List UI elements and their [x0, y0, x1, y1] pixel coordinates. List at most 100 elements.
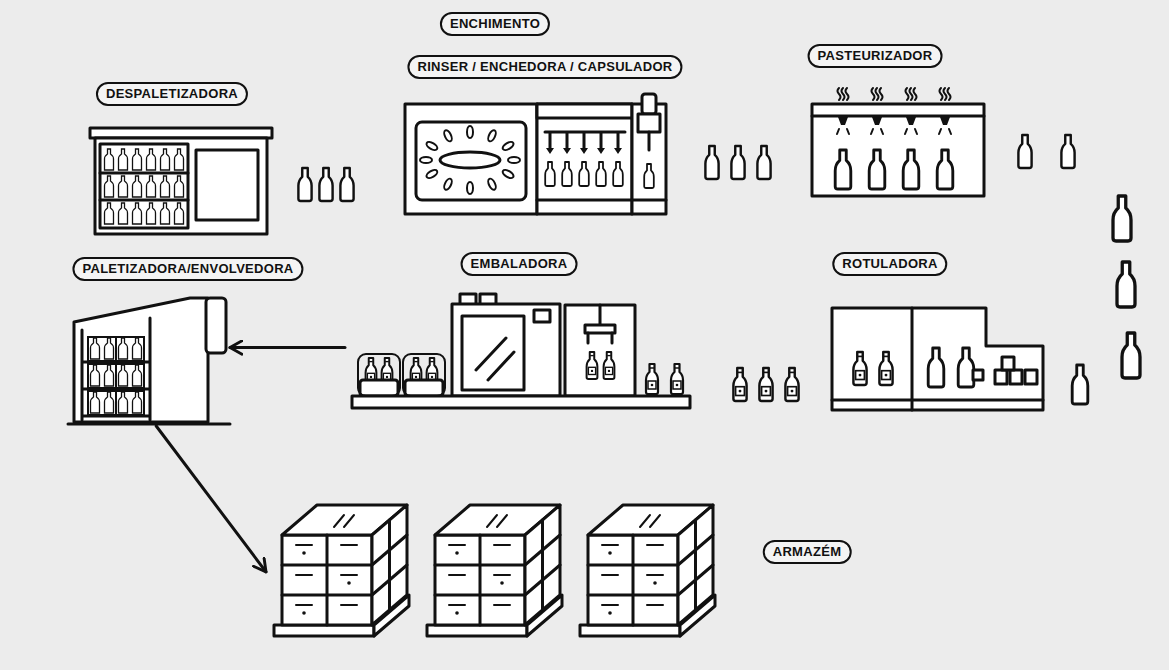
- filler-drawing: [487, 129, 498, 142]
- depalletizer-drawing: [100, 173, 188, 200]
- packer-drawing: [588, 333, 612, 343]
- machine-station: PALETIZADORA/ENVOLVEDORA: [66, 292, 230, 426]
- filler-drawing: [648, 132, 651, 150]
- pasteurizer-drawing: [838, 117, 950, 125]
- bottle-flow: [340, 168, 353, 201]
- depalletizer-drawing: [102, 173, 186, 200]
- packer-drawing: [565, 305, 635, 396]
- labeller-drawing: [832, 308, 1043, 410]
- station-label: PALETIZADORA/ENVOLVEDORA: [72, 257, 303, 281]
- station-label: RINSER / ENCHEDORA / CAPSULADOR: [407, 55, 682, 79]
- palletizer-drawing: [68, 298, 230, 424]
- filler-drawing: [501, 140, 514, 151]
- bottle-flow: [1018, 135, 1031, 168]
- machine-station: EMBALADORA: [345, 290, 695, 415]
- packer-drawing: [604, 352, 615, 379]
- packer-drawing: [360, 380, 398, 396]
- filler-drawing: [405, 104, 537, 214]
- packer-drawing: [352, 294, 690, 408]
- packer-drawing: [452, 304, 560, 396]
- bottle-flow: [757, 146, 770, 179]
- palletizer-drawing: [74, 298, 208, 422]
- machine-station: ROTULADORA: [826, 300, 1048, 415]
- depalletizer-drawing: [90, 128, 272, 234]
- bottle-flow: [733, 368, 746, 401]
- flow-arrow: [156, 426, 266, 572]
- pasteurizer-drawing: [812, 115, 984, 118]
- filler-drawing: [632, 199, 666, 202]
- labeller-drawing: [973, 370, 983, 380]
- bottle-flow: [298, 168, 311, 201]
- depalletizer-drawing: [100, 144, 188, 228]
- labeller-drawing: [928, 348, 944, 387]
- machine-station: ARMAZÉM: [266, 498, 728, 640]
- filler-drawing: [613, 162, 623, 186]
- pasteurizer-drawing: [872, 88, 883, 100]
- labeller-drawing: [1010, 370, 1022, 384]
- warehouse-pallets: [427, 505, 562, 636]
- packer-drawing: [405, 380, 443, 396]
- bottle-flow: [731, 146, 744, 179]
- packer-drawing: [352, 396, 690, 408]
- filler-drawing: [644, 164, 654, 188]
- filler-drawing: [508, 157, 520, 163]
- station-label: EMBALADORA: [461, 252, 578, 276]
- pasteurizer-drawing: [812, 88, 984, 196]
- machine-station: ENCHIMENTORINSER / ENCHEDORA / CAPSULADO…: [400, 98, 670, 218]
- packer-drawing: [403, 354, 445, 396]
- palletizer-drawing: [82, 318, 150, 420]
- filler-drawing: [537, 104, 632, 214]
- labeller-drawing: [832, 308, 1043, 410]
- packer-drawing: [671, 364, 683, 394]
- filler-drawing: [420, 126, 520, 194]
- filler-drawing: [545, 132, 625, 148]
- bottle-flow: [1117, 262, 1135, 307]
- pasteurizer-drawing: [937, 150, 953, 189]
- filler-drawing: [440, 152, 500, 168]
- depalletizer-drawing: [196, 150, 258, 220]
- flow-arrow: [230, 346, 345, 349]
- filler-drawing: [579, 162, 589, 186]
- filler-drawing: [487, 177, 498, 190]
- labeller-drawing: [995, 370, 1007, 384]
- labeller-drawing: [832, 308, 1043, 410]
- bottle-flow: [759, 368, 772, 401]
- packer-drawing: [587, 352, 598, 379]
- labeller-drawing: [1002, 357, 1014, 370]
- palletizer-drawing: [68, 423, 230, 426]
- machine-station: PASTEURIZADOR: [805, 92, 990, 200]
- filler-drawing: [405, 94, 666, 214]
- filler-drawing: [467, 182, 473, 194]
- palletizer-drawing: [206, 298, 226, 353]
- station-label: ROTULADORA: [832, 252, 947, 276]
- station-label: DESPALETIZADORA: [96, 82, 248, 106]
- section-label: ENCHIMENTO: [440, 12, 550, 36]
- filler-drawing: [545, 162, 555, 186]
- filler-drawing: [416, 122, 526, 200]
- bottle-flow: [1061, 135, 1074, 168]
- filler-drawing: [467, 126, 473, 138]
- labeller-drawing: [879, 352, 892, 385]
- pasteurizer-drawing: [940, 88, 951, 100]
- filler-drawing: [638, 114, 660, 132]
- filler-drawing: [562, 162, 572, 186]
- filler-drawing: [443, 129, 454, 142]
- pasteurizer-drawing: [903, 150, 919, 189]
- pasteurizer-drawing: [835, 150, 851, 189]
- station-label: ARMAZÉM: [763, 540, 852, 564]
- filler-drawing: [546, 148, 622, 154]
- filler-drawing: [425, 140, 438, 151]
- warehouse-pallets: [274, 505, 409, 636]
- machine-station: DESPALETIZADORA: [88, 125, 274, 240]
- packer-drawing: [462, 316, 524, 390]
- depalletizer-drawing: [102, 200, 186, 227]
- bottle-flow: [1072, 365, 1088, 404]
- bottle-flow: [1113, 196, 1131, 241]
- bottle-flow: [319, 168, 332, 201]
- depalletizer-drawing: [102, 146, 186, 173]
- filler-drawing: [443, 177, 454, 190]
- filler-drawing: [632, 104, 666, 214]
- station-label: PASTEURIZADOR: [808, 44, 943, 68]
- bottle-flow: [705, 146, 718, 179]
